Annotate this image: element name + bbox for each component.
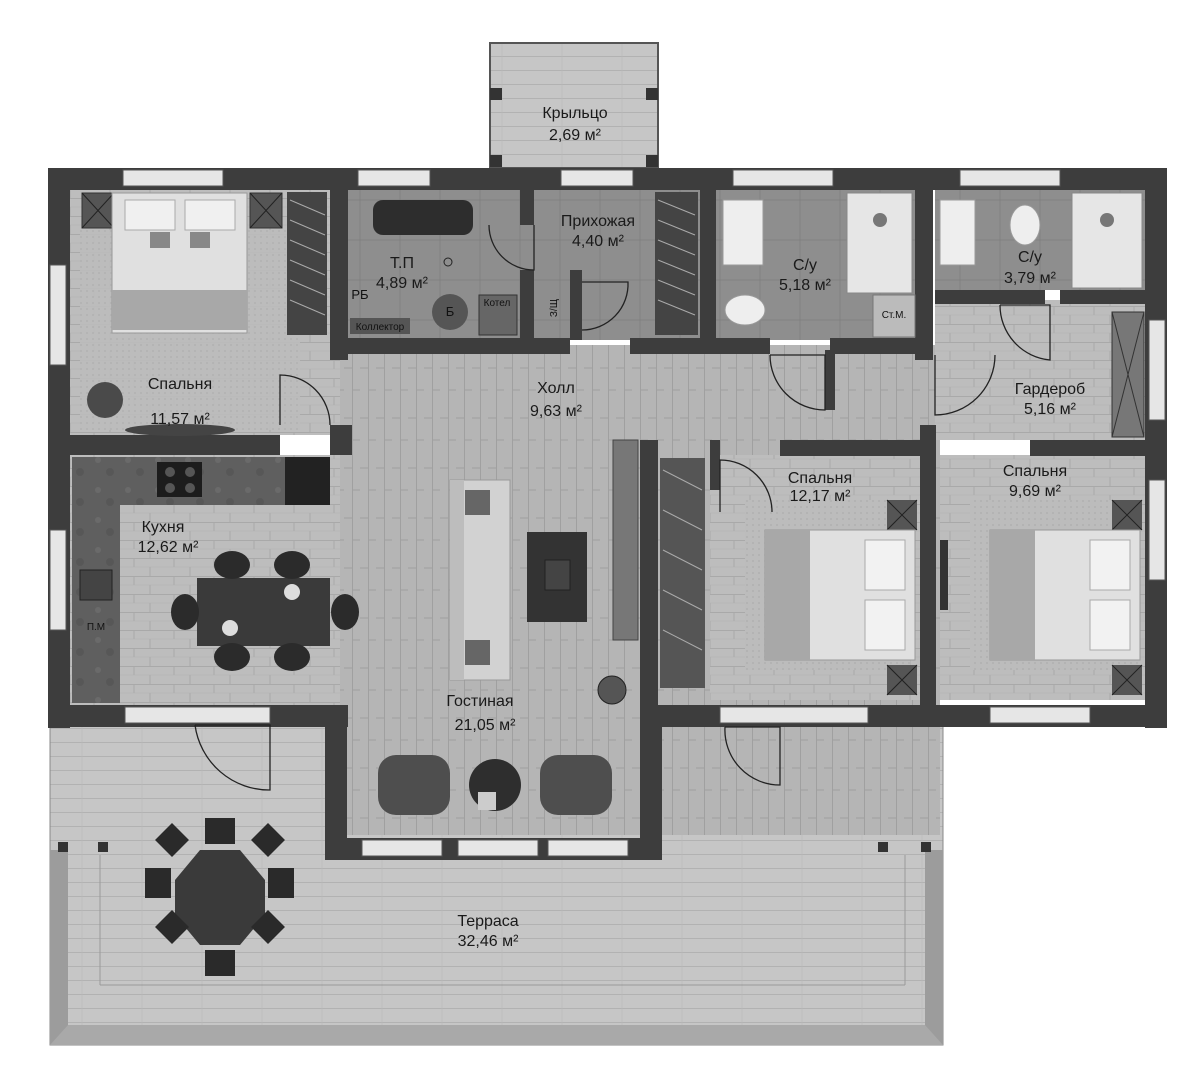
hallway-name: Прихожая: [561, 213, 635, 230]
terrace-post: [878, 842, 888, 852]
hall-name: Холл: [537, 380, 575, 397]
plant-icon: [87, 382, 123, 418]
terrace-post: [98, 842, 108, 852]
tech-bath-fixtures: [350, 192, 1143, 338]
porch-name: Крыльцо: [542, 105, 607, 122]
bath2-name: С/у: [1018, 249, 1042, 266]
panel-label: З/Щ: [549, 299, 560, 317]
bath2-area: 3,79 м²: [1004, 270, 1057, 287]
kitchen-area: 12,62 м²: [138, 539, 199, 556]
walls: [48, 168, 1167, 860]
terrace-post: [921, 842, 931, 852]
bedroom2-name: Спальня: [788, 470, 852, 487]
terrace-post: [58, 842, 68, 852]
boiler-b-label: Б: [446, 304, 455, 319]
bathtub-icon: [373, 200, 473, 235]
tech-area: 4,89 м²: [376, 275, 429, 292]
room-labels: Крыльцо 2,69 м² Прихожая 4,40 м² Т.П 4,8…: [138, 105, 1086, 950]
doors: [194, 224, 1051, 791]
wardrobe-area: 5,16 м²: [1024, 401, 1077, 418]
boiler-label: Котел: [484, 298, 511, 309]
bedroom3-name: Спальня: [1003, 463, 1067, 480]
rb-label: РБ: [351, 287, 368, 302]
boiler-icon: [432, 294, 468, 330]
porch-area: 2,69 м²: [549, 127, 602, 144]
dishwasher-label: П.М: [87, 622, 105, 633]
wardrobes: [287, 192, 1145, 688]
living-area: 21,05 м²: [455, 717, 516, 734]
kitchen-name: Кухня: [142, 519, 185, 536]
hallway-area: 4,40 м²: [572, 233, 625, 250]
bedroom3-area: 9,69 м²: [1009, 483, 1062, 500]
bedroom1-area: 11,57 м²: [150, 411, 210, 428]
terrace-table: [145, 818, 294, 976]
bath1-name: С/у: [793, 257, 817, 274]
equipment-labels: Б Котел РБ Коллектор З/Щ Ст.М. П.М: [87, 287, 906, 633]
tech-name: Т.П: [390, 255, 414, 272]
bedroom1-name: Спальня: [148, 376, 212, 393]
bath1-area: 5,18 м²: [779, 277, 832, 294]
wardrobe-name: Гардероб: [1015, 381, 1085, 398]
terrace-area: 32,46 м²: [458, 933, 519, 950]
living-furniture: [378, 479, 627, 815]
bedroom23-furniture: [764, 499, 1143, 696]
windows: [49, 169, 1166, 857]
living-name: Гостиная: [446, 693, 513, 710]
bedroom2-area: 12,17 м²: [790, 488, 851, 505]
terrace-name: Терраса: [457, 913, 518, 930]
hall-area: 9,63 м²: [530, 403, 583, 420]
bedroom1-furniture: [81, 192, 283, 436]
washer-label: Ст.М.: [882, 310, 907, 321]
kitchen-furniture: [72, 457, 359, 703]
collector-label: Коллектор: [356, 322, 405, 333]
